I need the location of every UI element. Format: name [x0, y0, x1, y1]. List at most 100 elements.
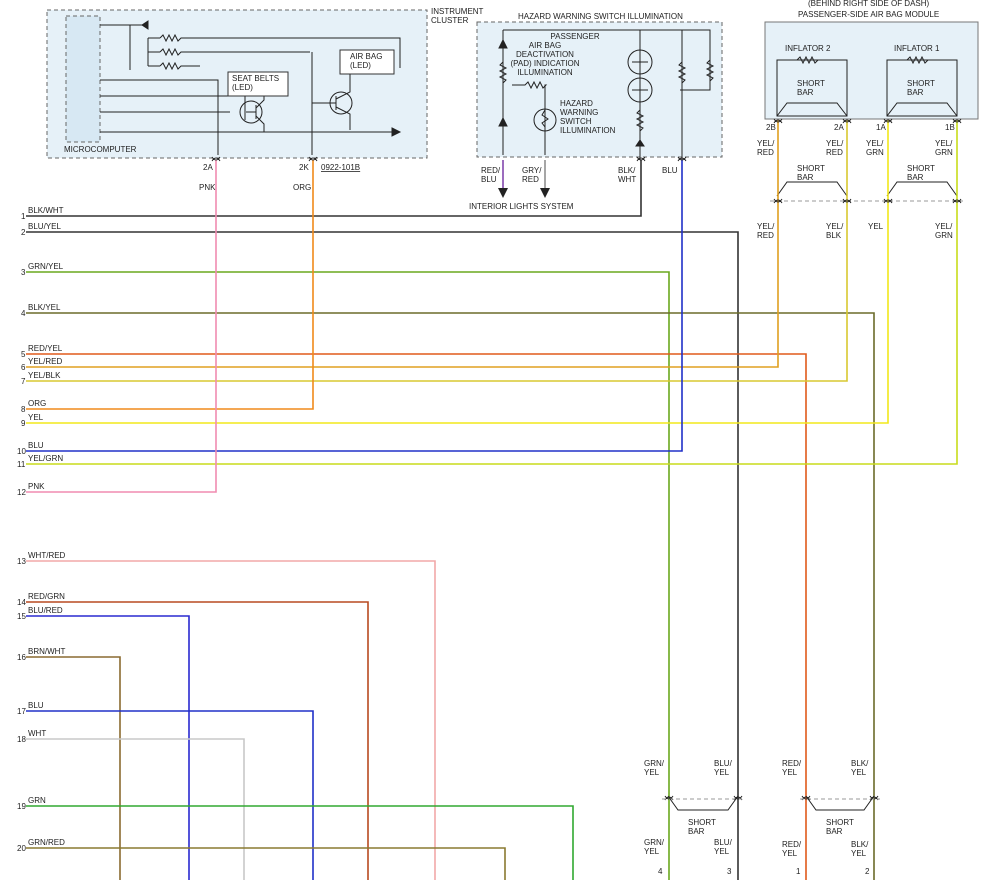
- cluster-pin-2a: 2A: [203, 163, 213, 172]
- connector-wire-label-4: BLK/YEL: [28, 303, 61, 312]
- connector-wire-label-12: PNK: [28, 482, 45, 491]
- wire-14: [26, 601, 369, 880]
- wire-9: [26, 120, 889, 424]
- connector-wire-label-14: RED/GRN: [28, 592, 65, 601]
- terminal-connector-5: [842, 118, 852, 124]
- wire-label-org: ORG: [293, 183, 311, 192]
- wire-4: [26, 312, 875, 880]
- psab-title: PASSENGER-SIDE AIR BAG MODULE: [798, 10, 939, 19]
- group2-pin-left: 1: [796, 867, 801, 876]
- connector-pin-10: 10: [17, 447, 26, 456]
- connector-wire-label-10: BLU: [28, 441, 44, 450]
- connector-rows: 1BLK/WHT2BLU/YEL3GRN/YEL4BLK/YEL5RED/YEL…: [17, 206, 66, 853]
- group2-bot-right: BLK/YEL: [851, 840, 869, 858]
- interior-lights-label: INTERIOR LIGHTS SYSTEM: [469, 202, 574, 211]
- group2-top-left: RED/YEL: [782, 759, 802, 777]
- connector-wire-label-5: RED/YEL: [28, 344, 63, 353]
- terminal-connector-11: [952, 198, 962, 204]
- terminal-connector-8: [773, 198, 783, 204]
- psab-pin-1a: 1A: [876, 123, 886, 132]
- cluster-pin-2k: 2K: [299, 163, 309, 172]
- connector-pin-15: 15: [17, 612, 26, 621]
- wire-label-red-blu: RED/BLU: [481, 166, 501, 184]
- terminal-connector-9: [842, 198, 852, 204]
- hazard-title: HAZARD WARNING SWITCH ILLUMINATION: [518, 12, 683, 21]
- group1-top-left: GRN/YEL: [644, 759, 665, 777]
- connector-wire-label-20: GRN/RED: [28, 838, 65, 847]
- connector-wire-label-8: ORG: [28, 399, 46, 408]
- terminal-connector-0: [211, 156, 221, 162]
- connector-pin-13: 13: [17, 557, 26, 566]
- connector-pin-7: 7: [21, 377, 26, 386]
- wire-1: [26, 160, 642, 217]
- group1-bot-left: GRN/YEL: [644, 838, 665, 856]
- connector-wire-label-7: YEL/BLK: [28, 371, 61, 380]
- wire-5: [26, 353, 807, 880]
- air-bag-led-label: AIR BAG(LED): [350, 52, 382, 70]
- inflator-2-label: INFLATOR 2: [785, 44, 831, 53]
- group1-bot-right: BLU/YEL: [714, 838, 733, 856]
- terminal-connector-6: [883, 118, 893, 124]
- connector-wire-label-11: YEL/GRN: [28, 454, 63, 463]
- inflator-1-label: INFLATOR 1: [894, 44, 940, 53]
- wire-8: [26, 160, 314, 410]
- wire-19: [26, 805, 574, 880]
- connector-wire-label-2: BLU/YEL: [28, 222, 61, 231]
- connector-pin-18: 18: [17, 735, 26, 744]
- wire-12: [26, 160, 217, 493]
- connector-wire-label-6: YEL/RED: [28, 357, 62, 366]
- psab-lower-label-3: YEL: [868, 222, 884, 231]
- terminal-connector-4: [773, 118, 783, 124]
- connector-wire-label-17: BLU: [28, 701, 44, 710]
- wire-13: [26, 560, 436, 880]
- psab-location: (BEHIND RIGHT SIDE OF DASH): [808, 0, 930, 8]
- psab-upper-label-4: YEL/GRN: [935, 139, 953, 157]
- psab-lower-label-1: YEL/RED: [757, 222, 775, 240]
- connector-pin-8: 8: [21, 405, 26, 414]
- connector-pin-4: 4: [21, 309, 26, 318]
- psab-lower-label-2: YEL/BLK: [826, 222, 844, 240]
- wire-10: [26, 160, 683, 452]
- connector-wire-label-3: GRN/YEL: [28, 262, 64, 271]
- cluster-part-number: 0922-101B: [321, 163, 360, 172]
- microcomputer-label: MICROCOMPUTER: [64, 145, 137, 154]
- terminal-connector-10: [883, 198, 893, 204]
- terminal-connector-7: [952, 118, 962, 124]
- wire-label-blk-wht: BLK/WHT: [618, 166, 636, 184]
- connector-pin-20: 20: [17, 844, 26, 853]
- connector-wire-label-16: BRN/WHT: [28, 647, 65, 656]
- wire-3: [26, 271, 670, 880]
- wire-20: [26, 847, 506, 880]
- psab-upper-label-1: YEL/RED: [757, 139, 775, 157]
- psab-lower-label-4: YEL/GRN: [935, 222, 953, 240]
- hazard-warning-switch: HAZARD WARNING SWITCH ILLUMINATION PASSE…: [469, 12, 723, 211]
- group1-pin-left: 4: [658, 867, 663, 876]
- wire-2: [26, 231, 739, 880]
- passenger-air-bag-module: (BEHIND RIGHT SIDE OF DASH) PASSENGER-SI…: [757, 0, 979, 240]
- connector-wire-label-1: BLK/WHT: [28, 206, 64, 215]
- connector-wire-label-9: YEL: [28, 413, 44, 422]
- connector-pin-12: 12: [17, 488, 26, 497]
- terminal-connector-2: [636, 156, 646, 162]
- wires: [26, 118, 962, 880]
- group2-top-right: BLK/YEL: [851, 759, 869, 777]
- connector-pin-2: 2: [21, 228, 26, 237]
- connector-wire-label-18: WHT: [28, 729, 46, 738]
- wire-label-gry-red: GRY/RED: [522, 166, 542, 184]
- wire-11: [26, 120, 958, 465]
- connector-wire-label-19: GRN: [28, 796, 46, 805]
- connector-wire-label-15: BLU/RED: [28, 606, 63, 615]
- psab-pin-2a: 2A: [834, 123, 844, 132]
- psab-pin-1b: 1B: [945, 123, 955, 132]
